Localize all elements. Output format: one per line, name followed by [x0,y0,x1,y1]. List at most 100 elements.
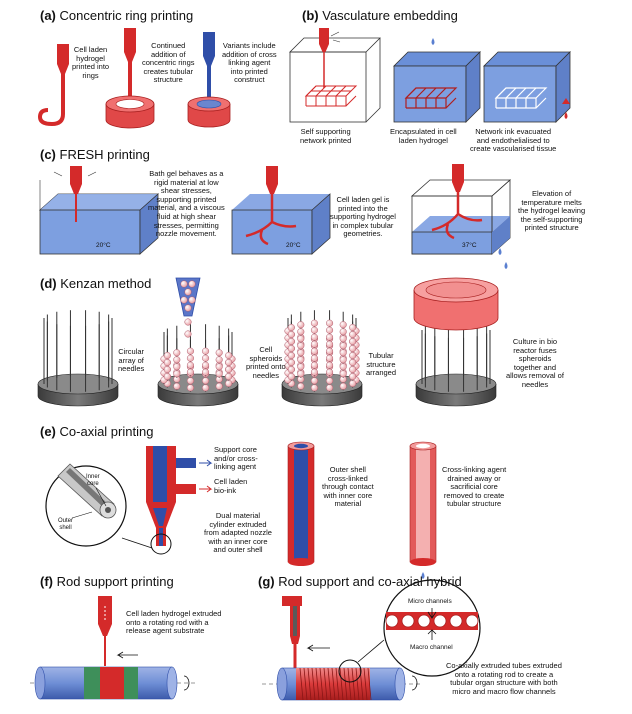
spheroid [297,342,305,350]
spheroid [310,377,318,385]
panel-a-title: (a) Concentric ring printing [40,8,193,23]
panel-g-label: (g) [258,574,275,589]
spheroid [163,372,171,381]
spheroid [173,382,181,390]
spheroid [215,370,223,378]
panel-e-title: (e) Co-axial printing [40,424,153,439]
panel-f [30,596,198,700]
spheroid [202,361,210,369]
hollow-tube [409,441,437,593]
spheroid [297,382,305,390]
spheroid [339,356,347,364]
needle-array-fused [415,322,497,407]
spheroid [180,296,188,304]
spheroid [186,347,194,355]
spheroid [310,361,318,369]
vasculature-box-3 [483,51,571,123]
spheroid [349,330,357,339]
spheroid [173,363,181,371]
panel-b-label: (b) [302,8,319,23]
panel-c [38,164,512,269]
needle-base-top [37,373,119,395]
spheroid [349,323,357,332]
spheroid [339,321,347,329]
micro-channel [449,614,463,628]
spheroid [186,384,194,392]
coaxial-inset [45,463,127,547]
fused-tube [413,277,499,331]
spheroid [184,288,192,296]
temp-label-3: 37°C [462,242,477,249]
inset-macro-channel-label: Macro channel [410,644,453,651]
spheroid [339,363,347,371]
panel-g [262,579,481,701]
spheroid [225,365,233,374]
spheroid [310,347,318,355]
spheroid [326,340,334,348]
spheroid [297,321,305,329]
coil-line [347,667,352,701]
coil-line [311,667,316,701]
spheroid [186,377,194,385]
nozzle-with-crosslink [187,32,231,128]
spheroid [297,349,305,357]
coil-line [299,667,304,701]
spheroid [349,358,357,367]
coil-line [339,667,344,701]
spheroid [310,319,318,327]
spheroid [310,368,318,376]
spheroid [163,358,171,367]
spheroid [326,319,334,327]
coil-line [363,667,368,701]
spheroid [184,304,192,312]
micro-channel [433,614,447,628]
spheroid [186,361,194,369]
spheroid [349,379,357,388]
coil-line [335,667,340,701]
spheroid [173,356,181,364]
spheroid-nozzle [175,277,201,338]
panel-a-label: (a) [40,8,56,23]
spheroid [326,368,334,376]
spheroid [349,344,357,353]
panel-a-title-text: Concentric ring printing [59,8,194,23]
hybrid-rod [262,639,420,701]
coil-line [327,667,332,701]
spheroid [339,342,347,350]
panel-g-title-text: Rod support and co-axial hybrid [278,574,462,589]
panel-c-label: (c) [40,147,56,162]
spheroid [173,349,181,357]
spheroid [287,337,295,346]
coil-line [303,667,308,701]
vasculature-box-1 [289,28,381,123]
spheroid [202,347,210,355]
spheroid [215,382,223,390]
coil-line [367,667,372,701]
hybrid-nozzle [282,596,330,668]
coil-line [323,667,328,701]
panel-d-title-text: Kenzan method [60,276,152,291]
spheroid [287,365,295,374]
spheroid [225,358,233,367]
panel-e [45,441,437,593]
rotating-rod [30,666,198,700]
spheroid [326,326,334,334]
panel-d-title: (d) Kenzan method [40,276,151,291]
fresh-bath-3 [410,164,512,269]
coil-line [319,667,324,701]
spheroid [186,354,194,362]
spheroid [297,335,305,343]
